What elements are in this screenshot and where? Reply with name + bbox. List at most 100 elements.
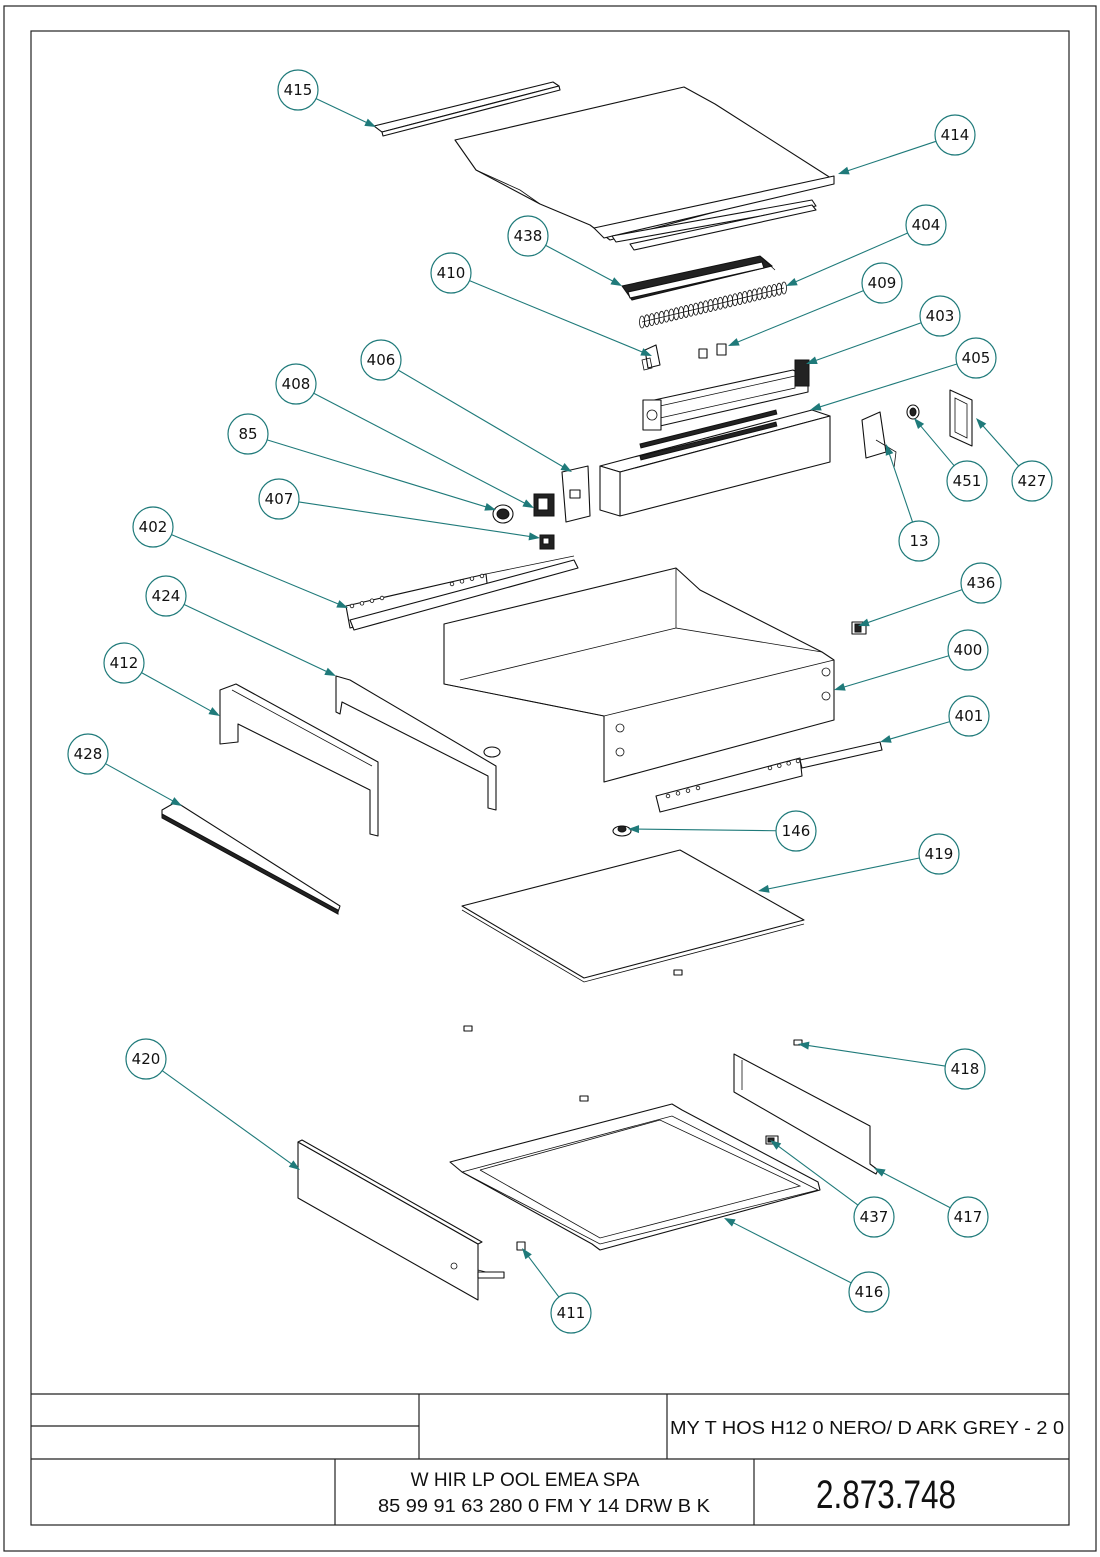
callout-label: 146	[782, 822, 811, 840]
callout-circle	[145, 575, 187, 617]
part-405-fan-housing	[599, 409, 831, 517]
part-420-front-panel	[297, 1139, 505, 1301]
part-437-latch	[765, 1135, 779, 1145]
callout-label: 411	[557, 1304, 586, 1322]
callout-label: 438	[514, 227, 543, 245]
rail-hole	[665, 793, 671, 799]
callout-405: 405	[810, 337, 997, 411]
part-416-base-tray	[449, 1103, 821, 1251]
coil-ring	[781, 281, 787, 295]
callout-circle	[944, 1048, 986, 1090]
leader-arrowhead	[834, 683, 846, 691]
callout-circle	[905, 204, 947, 246]
callout-circle	[947, 629, 989, 671]
callout-400: 400	[834, 629, 989, 691]
part-400-drawer-body	[443, 567, 835, 783]
title-block: MY T HOS H12 0 NERO/ D ARK GREY - 2 0 W …	[31, 1393, 1069, 1525]
leader-line	[141, 672, 217, 715]
callout-label: 427	[1018, 472, 1047, 490]
rail-hole	[369, 598, 375, 603]
callout-416: 416	[724, 1218, 890, 1313]
callout-85: 85	[227, 413, 496, 511]
rail-hole	[675, 791, 681, 796]
leader-line	[916, 420, 955, 467]
callout-label: 402	[139, 518, 168, 536]
leader-line	[171, 534, 345, 607]
leader-line	[883, 721, 950, 742]
callout-407: 407	[258, 478, 540, 541]
leader-arrowhead	[976, 418, 987, 429]
callout-label: 412	[110, 654, 139, 672]
callout-circle	[947, 1196, 989, 1238]
leader-line	[886, 447, 914, 523]
part-414-top-cover	[454, 86, 835, 251]
leader-arrowhead	[522, 1248, 532, 1260]
callout-label: 407	[265, 490, 294, 508]
callout-label: 408	[282, 375, 311, 393]
leader-line	[801, 1044, 946, 1067]
leader-arrowhead	[170, 797, 182, 806]
callout-circle	[955, 337, 997, 379]
callout-circle	[125, 1038, 167, 1080]
callout-408: 408	[275, 363, 534, 508]
company-name: W HIR LP OOL EMEA SPA	[411, 1470, 640, 1491]
leader-line	[523, 1250, 560, 1298]
leader-arrowhead	[885, 444, 894, 456]
leader-arrowhead	[364, 118, 376, 127]
part-408-switch	[533, 493, 555, 517]
callout-label: 401	[955, 707, 984, 725]
part-410-clip	[641, 344, 661, 371]
callout-circle	[918, 833, 960, 875]
leader-arrowhead	[324, 667, 336, 676]
callout-label: 405	[962, 349, 991, 367]
callout-label: 85	[238, 425, 257, 443]
callout-label: 418	[951, 1060, 980, 1078]
callout-417: 417	[874, 1168, 989, 1238]
part-404-heating-coil	[639, 281, 787, 329]
callout-label: 424	[152, 587, 181, 605]
rail-hole	[695, 785, 701, 791]
rail-hole	[786, 761, 791, 766]
callout-414: 414	[838, 114, 976, 175]
leader-arrowhead	[728, 338, 740, 346]
callout-436: 436	[858, 562, 1002, 627]
leader-arrowhead	[640, 348, 652, 356]
leader-line	[841, 140, 937, 174]
callout-circle	[861, 262, 903, 304]
leader-line	[313, 392, 531, 507]
leader-arrowhead	[798, 1041, 810, 1050]
callout-415: 415	[277, 69, 376, 127]
callout-427: 427	[976, 418, 1053, 502]
part-418-pads	[463, 1025, 803, 1102]
document-code: 85 99 91 63 280 0 FM Y 14 DRW B K	[378, 1496, 710, 1516]
rail-hole	[359, 601, 365, 606]
rail-hole	[479, 573, 485, 579]
inner-frame	[30, 30, 1070, 1526]
leader-line	[545, 244, 619, 285]
part-424-bar	[335, 675, 497, 811]
leader-arrowhead	[874, 1168, 886, 1177]
rail-hole	[767, 765, 773, 771]
leader-arrowhead	[758, 884, 770, 893]
rail-hole	[349, 603, 355, 609]
callout-label: 437	[860, 1208, 889, 1226]
callout-403: 403	[806, 295, 961, 365]
callout-circle	[227, 413, 269, 455]
leader-arrowhead	[208, 707, 220, 716]
callout-411: 411	[522, 1248, 592, 1334]
callout-404: 404	[786, 204, 947, 286]
callout-circle	[275, 363, 317, 405]
rail-hole	[795, 758, 801, 764]
callout-412: 412	[103, 642, 220, 716]
leader-line	[761, 857, 920, 891]
callout-circle	[67, 733, 109, 775]
leader-arrowhead	[288, 1160, 300, 1170]
rail-hole	[459, 579, 465, 584]
rail-hole	[449, 581, 455, 587]
leader-arrowhead	[880, 735, 892, 743]
leader-arrowhead	[560, 462, 572, 472]
callout-label: 428	[74, 745, 103, 763]
leader-arrowhead	[838, 166, 850, 175]
callout-circle	[948, 695, 990, 737]
leader-line	[789, 232, 908, 285]
